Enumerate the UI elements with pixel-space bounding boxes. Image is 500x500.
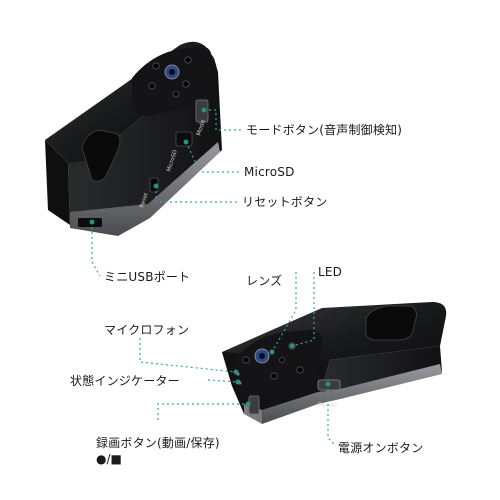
label-reset-button: リセットボタン — [242, 195, 328, 209]
device-bottom-trim — [262, 364, 442, 424]
device-print-mode: Mode — [195, 119, 207, 137]
label-lens: レンズ — [246, 274, 283, 288]
label-led: LED — [318, 265, 343, 279]
leader-status — [207, 379, 239, 383]
label-mode-button: モードボタン(音声制御検知) — [246, 123, 403, 137]
device-top: Mode MicroSD Reset — [45, 41, 222, 236]
leader-reset — [155, 186, 240, 203]
device-top-lens-panel — [132, 46, 212, 116]
label-power-button: 電源オンボタン — [338, 441, 424, 455]
leader-dots — [89, 107, 331, 407]
label-mini-usb-port: ミニUSBポート — [104, 270, 191, 284]
record-button-shape — [248, 395, 260, 415]
leader-microphone — [139, 338, 237, 373]
label-record-button: 録画ボタン(動画/保存) — [96, 436, 220, 450]
label-microphone: マイクロフォン — [104, 323, 190, 337]
device-bottom-clip — [365, 305, 417, 341]
device-bottom-lens-panel — [238, 330, 323, 398]
device-top-clip — [81, 129, 121, 182]
device-bottom-side — [318, 346, 442, 400]
leader-power — [327, 384, 337, 447]
leader-usb — [91, 222, 101, 277]
label-status-indicator: 状態インジケーター — [70, 374, 180, 388]
leader-microsd — [185, 141, 242, 173]
label-microsd: MicroSD — [244, 165, 295, 179]
video-circle-icon: ● — [96, 452, 107, 466]
record-legend: ●/■ — [96, 452, 122, 466]
leader-mode — [204, 109, 244, 131]
save-square-icon: ■ — [110, 452, 122, 466]
device-bottom: Power — [222, 302, 447, 424]
leader-lens — [271, 272, 297, 353]
microsd-slot — [175, 131, 193, 147]
leader-record — [157, 403, 248, 420]
device-print-reset: Reset — [139, 191, 150, 208]
legend-separator: / — [106, 452, 111, 466]
leader-lines — [91, 109, 337, 447]
device-top-trim — [70, 142, 220, 236]
